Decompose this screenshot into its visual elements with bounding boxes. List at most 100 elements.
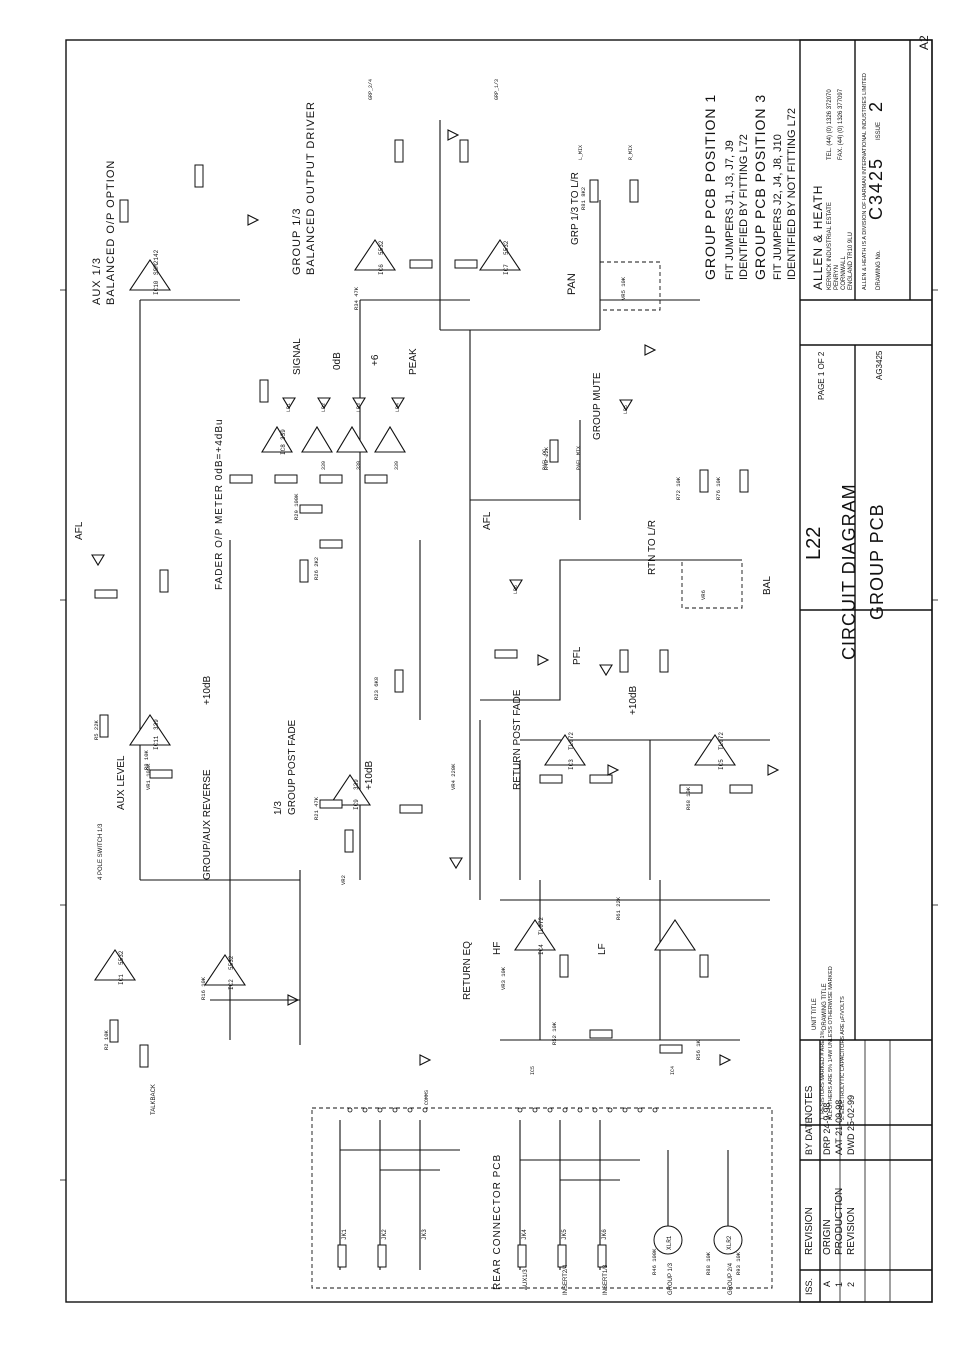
rev-row-1-iss: A	[822, 1281, 832, 1287]
svg-text:R81 8K2: R81 8K2	[580, 187, 587, 210]
svg-text:R34 47K: R34 47K	[353, 286, 360, 310]
rev-row-2-revision: PRODUCTION	[834, 1188, 845, 1255]
signal-label: SIGNAL	[292, 338, 303, 375]
notes-heading: NOTES	[804, 1085, 815, 1120]
rear-connector-wiring	[337, 1120, 743, 1270]
svg-text:AFL: AFL	[74, 521, 85, 540]
svg-text:JK1: JK1	[341, 1229, 348, 1240]
lf-label: LF	[597, 943, 608, 955]
svg-text:GROUP PCB POSITION 3: GROUP PCB POSITION 3	[752, 94, 768, 280]
svg-text:PAFL_MIX: PAFL_MIX	[576, 446, 582, 470]
drawing-no-label: DRAWING No.	[876, 250, 882, 290]
opamp-ic4-a	[513, 919, 557, 951]
jack-label-group13: GROUP 1/3	[668, 1262, 674, 1295]
svg-text:+10dB: +10dB	[628, 685, 639, 715]
svg-text:GROUP 2/4: GROUP 2/4	[728, 1262, 734, 1295]
issue-number: 2	[866, 102, 886, 112]
svg-text:R2 10K: R2 10K	[103, 1029, 110, 1050]
opamp-ic9	[328, 774, 372, 806]
svg-text:LD1: LD1	[286, 403, 292, 412]
svg-text:339: 339	[280, 429, 287, 440]
rev-header-revision: REVISION	[804, 1207, 815, 1255]
svg-text:TALKBACK: TALKBACK	[151, 1084, 157, 1115]
svg-text:LD4: LD4	[395, 403, 401, 412]
svg-text:IC2: IC2	[228, 979, 235, 990]
opamp-ic1	[93, 949, 137, 981]
svg-text:R_MIX: R_MIX	[628, 145, 634, 160]
pan-pot-box	[599, 261, 661, 311]
svg-text:R88 10K: R88 10K	[705, 1251, 712, 1275]
circuit-body	[91, 120, 780, 1289]
svg-text:IC6: IC6	[378, 264, 385, 275]
svg-text:GRP_1/3: GRP_1/3	[494, 79, 500, 100]
address-line-4: ENGLAND TR10 9LU	[848, 232, 854, 290]
grp-to-lr-label: GRP 1/3 TO L/R	[570, 172, 581, 245]
jack-label-insert13: INSERT1/3	[603, 1264, 609, 1295]
connector-pins	[347, 1107, 658, 1113]
fader-meter-label: FADER O/P METER 0dB=+4dBu	[214, 418, 225, 590]
jumper-notes: GROUP PCB POSITION 1 FIT JUMPERS J1, J3,…	[702, 94, 798, 280]
svg-text:IC5: IC5	[530, 1066, 536, 1075]
jack-label-group24: GROUP 2/4	[728, 1262, 734, 1295]
svg-text:R93 10K: R93 10K	[735, 1251, 742, 1275]
aux-level-label: AUX LEVEL	[116, 755, 127, 810]
opamp-comparators	[261, 425, 406, 453]
svg-text:JK2: JK2	[381, 1229, 388, 1240]
four-pole-switch-label: 4 POLE SWITCH 1/3	[98, 823, 104, 880]
pan-label: PAN	[566, 273, 578, 295]
ref-code: AG3425	[875, 350, 884, 380]
svg-text:IDENTIFIED BY NOT FITTING L72: IDENTIFIED BY NOT FITTING L72	[786, 108, 798, 280]
svg-text:JK6: JK6	[601, 1229, 608, 1240]
svg-text:RETURN EQ: RETURN EQ	[462, 941, 473, 1000]
plus-six-label: +6	[370, 354, 381, 366]
svg-text:+10dB: +10dB	[202, 675, 213, 705]
note-item-1: 1. RESISTORS MARKED # ARE 1%	[820, 1030, 826, 1120]
svg-text:IC8: IC8	[280, 444, 287, 455]
svg-text:0dB: 0dB	[332, 352, 343, 370]
resistor-array	[94, 139, 753, 1068]
component-refs: IC1 5532 IC2 5532 IC3 TL072 IC4 TL072 IC…	[93, 79, 742, 1275]
group-balanced-label: GROUP 1/3 BALANCED OUTPUT DRIVER	[291, 101, 317, 275]
svg-text:AUX LEVEL: AUX LEVEL	[116, 755, 127, 810]
svg-text:TL072: TL072	[568, 732, 575, 750]
svg-text:IDENTIFIED BY FITTING L72: IDENTIFIED BY FITTING L72	[738, 134, 750, 280]
svg-text:COMMS: COMMS	[424, 1090, 430, 1105]
svg-text:VR3 10K: VR3 10K	[500, 966, 507, 990]
plus-10db-label-c: +10dB	[364, 760, 375, 790]
svg-text:XLR1: XLR1	[666, 1235, 673, 1250]
opamp-ic5	[693, 734, 737, 766]
phone-number: TEL. (44) (0) 1326 372070	[827, 89, 833, 160]
svg-text:R8 10K: R8 10K	[143, 749, 150, 770]
peak-label: PEAK	[408, 348, 419, 375]
svg-text:BALANCED O/P OPTION: BALANCED O/P OPTION	[105, 160, 117, 305]
svg-text:R5 22K: R5 22K	[93, 719, 100, 740]
opamp-ic6	[353, 239, 397, 271]
svg-text:RETURN POST FADE: RETURN POST FADE	[512, 689, 523, 790]
jack-label-aux13: AUX1/3	[523, 1269, 529, 1290]
svg-text:R76 10K: R76 10K	[715, 476, 722, 500]
svg-text:TL072: TL072	[538, 917, 545, 935]
group-aux-reverse-label: GROUP/AUX REVERSE	[202, 769, 213, 880]
svg-text:SSM2142: SSM2142	[153, 249, 160, 275]
jack-label-insert24: INSERT2/4	[563, 1264, 569, 1295]
rear-connector-label: REAR CONNECTOR PCB	[492, 1154, 503, 1290]
svg-text:+6: +6	[370, 354, 381, 366]
svg-text:5532: 5532	[503, 240, 510, 255]
rtn-to-lr-label: RTN TO L/R	[647, 520, 658, 575]
svg-text:R68 10K: R68 10K	[685, 786, 692, 810]
svg-text:INSERT2/4: INSERT2/4	[563, 1264, 569, 1295]
drawing-number: C3425	[866, 157, 886, 220]
svg-text:FIT JUMPERS J1, J3, J7, J9: FIT JUMPERS J1, J3, J7, J9	[724, 140, 736, 280]
svg-text:GROUP PCB POSITION 1: GROUP PCB POSITION 1	[702, 94, 718, 280]
svg-text:JK5: JK5	[561, 1229, 568, 1240]
svg-text:R46 100K: R46 100K	[651, 1248, 658, 1275]
svg-text:AFL: AFL	[482, 511, 493, 530]
svg-text:R40 22K: R40 22K	[543, 446, 550, 470]
svg-text:FADER O/P METER 0dB=+4dBu: FADER O/P METER 0dB=+4dBu	[214, 418, 225, 590]
svg-text:R56 1K: R56 1K	[695, 1039, 702, 1060]
svg-text:IC5: IC5	[718, 759, 725, 770]
svg-text:AUX 1/3: AUX 1/3	[91, 257, 103, 305]
svg-text:339: 339	[353, 779, 360, 790]
svg-text:JK3: JK3	[421, 1229, 428, 1240]
